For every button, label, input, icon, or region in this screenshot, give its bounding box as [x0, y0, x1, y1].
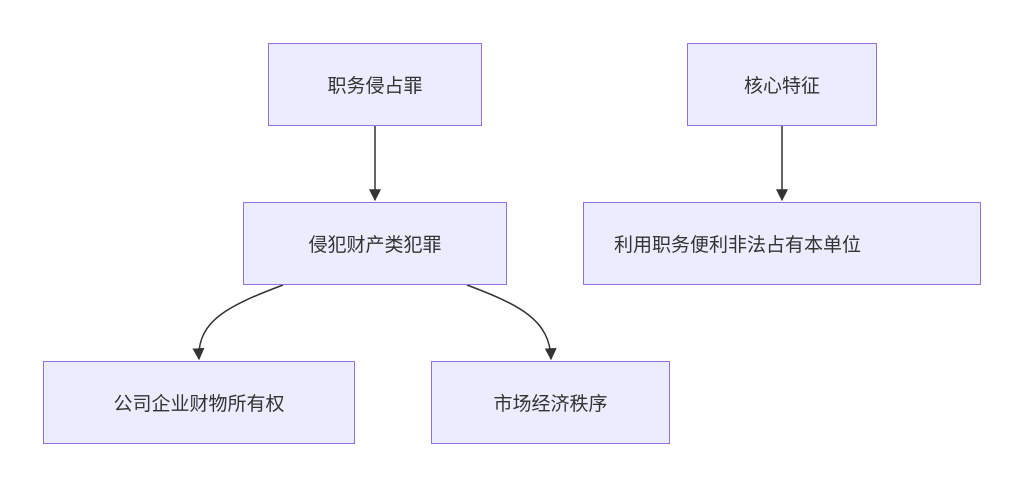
edge-category-to-market-order: [466, 284, 557, 361]
node-feature-description-label: 利用职务便利非法占有本单位: [614, 234, 862, 256]
node-crime-label: 职务侵占罪: [327, 75, 423, 97]
node-feature-description: 利用职务便利非法占有本单位: [583, 202, 981, 285]
node-core-feature-label: 核心特征: [743, 75, 820, 97]
node-crime-category-label: 侵犯财产类犯罪: [308, 234, 442, 256]
node-market-order-label: 市场经济秩序: [493, 393, 608, 415]
node-core-feature: 核心特征: [687, 43, 877, 126]
edge-category-to-company-property: [192, 284, 284, 361]
node-company-property-label: 公司企业财物所有权: [113, 393, 285, 415]
node-company-property: 公司企业财物所有权: [43, 361, 355, 444]
node-market-order: 市场经济秩序: [431, 361, 670, 444]
node-crime-category: 侵犯财产类犯罪: [243, 202, 507, 285]
node-crime: 职务侵占罪: [268, 43, 482, 126]
